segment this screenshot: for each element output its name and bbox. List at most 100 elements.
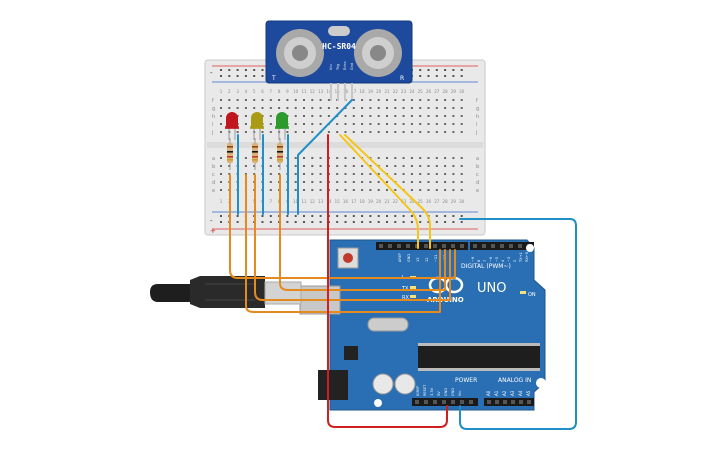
breadboard-hole <box>327 131 330 133</box>
breadboard-hole <box>253 173 256 175</box>
wire-blue-arduino-gnd[interactable] <box>459 218 577 430</box>
breadboard-hole <box>410 189 413 191</box>
arduino-uno: ARDUINO UNO DIGITAL (PWM~) POWER ANALOG … <box>299 239 546 411</box>
rail-hole <box>344 215 347 217</box>
header-pins <box>379 244 531 404</box>
header-pin <box>424 400 428 404</box>
rail-hole <box>402 215 405 217</box>
rail-hole <box>228 69 231 71</box>
wire-yellow-trig[interactable] <box>339 134 419 249</box>
column-number: 28 <box>443 89 449 94</box>
breadboard-hole <box>460 107 463 109</box>
wire-orange-extra[interactable] <box>245 174 441 313</box>
breadboard-hole <box>427 157 430 159</box>
breadboard-hole <box>386 131 388 133</box>
breadboard-hole <box>386 107 388 109</box>
breadboard-hole <box>419 181 422 183</box>
rail-hole <box>361 221 364 223</box>
breadboard-hole <box>419 99 422 101</box>
row-letter: b <box>476 164 479 170</box>
rail-hole <box>261 75 264 77</box>
power-pin-label: GND <box>444 388 448 396</box>
column-number: 7 <box>270 89 273 94</box>
resistor-band <box>252 156 258 158</box>
sensor-pin-vcc <box>330 83 332 101</box>
breadboard-hole <box>303 123 305 125</box>
breadboard-hole <box>220 131 222 133</box>
column-number: 27 <box>434 89 440 94</box>
rail-hole <box>419 75 422 77</box>
rail-hole <box>311 215 314 217</box>
breadboard-hole <box>435 173 438 175</box>
header-pin <box>500 244 504 248</box>
breadboard-hole <box>294 123 297 125</box>
resistor-band <box>277 159 283 161</box>
on-label: ON <box>528 292 536 298</box>
sensor-pin-label: Trig <box>336 64 340 71</box>
rail-hole <box>294 221 297 223</box>
rail-hole <box>336 221 339 223</box>
row-letter: f <box>476 98 478 104</box>
breadboard-hole <box>377 131 380 133</box>
wire-yellow-echo[interactable] <box>344 134 431 249</box>
column-number: 1 <box>220 199 223 204</box>
header-pin <box>519 400 523 404</box>
wire-orange-yellow-led[interactable] <box>254 174 451 301</box>
led-group <box>225 112 289 170</box>
resistor <box>277 138 283 170</box>
breadboard-hole <box>294 131 297 133</box>
breadboard-hole <box>311 157 314 159</box>
breadboard-hole <box>220 165 222 167</box>
breadboard-hole <box>394 189 397 191</box>
breadboard-hole <box>452 107 455 109</box>
wire-red-5v[interactable] <box>327 134 448 428</box>
breadboard-hole <box>269 157 272 159</box>
column-number: 8 <box>278 89 281 94</box>
rail-hole <box>261 215 264 217</box>
column-number: 27 <box>434 199 440 204</box>
breadboard-hole <box>369 99 372 101</box>
reset-button-cap[interactable] <box>343 253 353 263</box>
column-number: 23 <box>401 89 407 94</box>
breadboard-hole <box>303 181 305 183</box>
wire-orange-green-led[interactable] <box>279 174 446 291</box>
breadboard-hole <box>253 165 256 167</box>
row-letter: a <box>476 156 479 162</box>
breadboard-hole <box>303 165 305 167</box>
header-pin <box>451 244 455 248</box>
header-pin <box>509 244 513 248</box>
wire-orange-red-led[interactable] <box>229 174 456 279</box>
arduino-model: UNO <box>477 281 506 296</box>
breadboard-hole <box>452 181 455 183</box>
breadboard-hole <box>220 123 222 125</box>
breadboard-hole <box>336 157 339 159</box>
breadboard-hole <box>244 123 247 125</box>
breadboard-hole <box>319 165 322 167</box>
wire-blue-sensor-gnd[interactable] <box>297 99 353 215</box>
digital-pin-label: ~11 <box>434 255 438 262</box>
column-number: 24 <box>409 89 415 94</box>
rail-hole <box>269 215 272 217</box>
column-number: 14 <box>326 89 332 94</box>
rail-hole <box>269 221 272 223</box>
usb-cable <box>150 276 302 308</box>
sensor-pin-gnd <box>351 83 353 101</box>
breadboard-hole <box>327 99 330 101</box>
led-green <box>275 112 289 140</box>
breadboard-hole <box>294 115 297 117</box>
breadboard-hole <box>261 107 264 109</box>
breadboard-hole <box>319 115 322 117</box>
row-letter: d <box>212 180 215 186</box>
header-pin <box>424 244 428 248</box>
analog-pin-label: A5 <box>526 390 531 396</box>
breadboard-hole <box>394 173 397 175</box>
breadboard-hole <box>377 123 380 125</box>
breadboard-hole <box>294 99 297 101</box>
breadboard-hole <box>269 173 272 175</box>
breadboard-hole <box>377 189 380 191</box>
rail-plus-label: + <box>210 227 216 235</box>
column-number: 5 <box>253 89 256 94</box>
breadboard-hole <box>427 107 430 109</box>
column-number: 6 <box>261 89 264 94</box>
